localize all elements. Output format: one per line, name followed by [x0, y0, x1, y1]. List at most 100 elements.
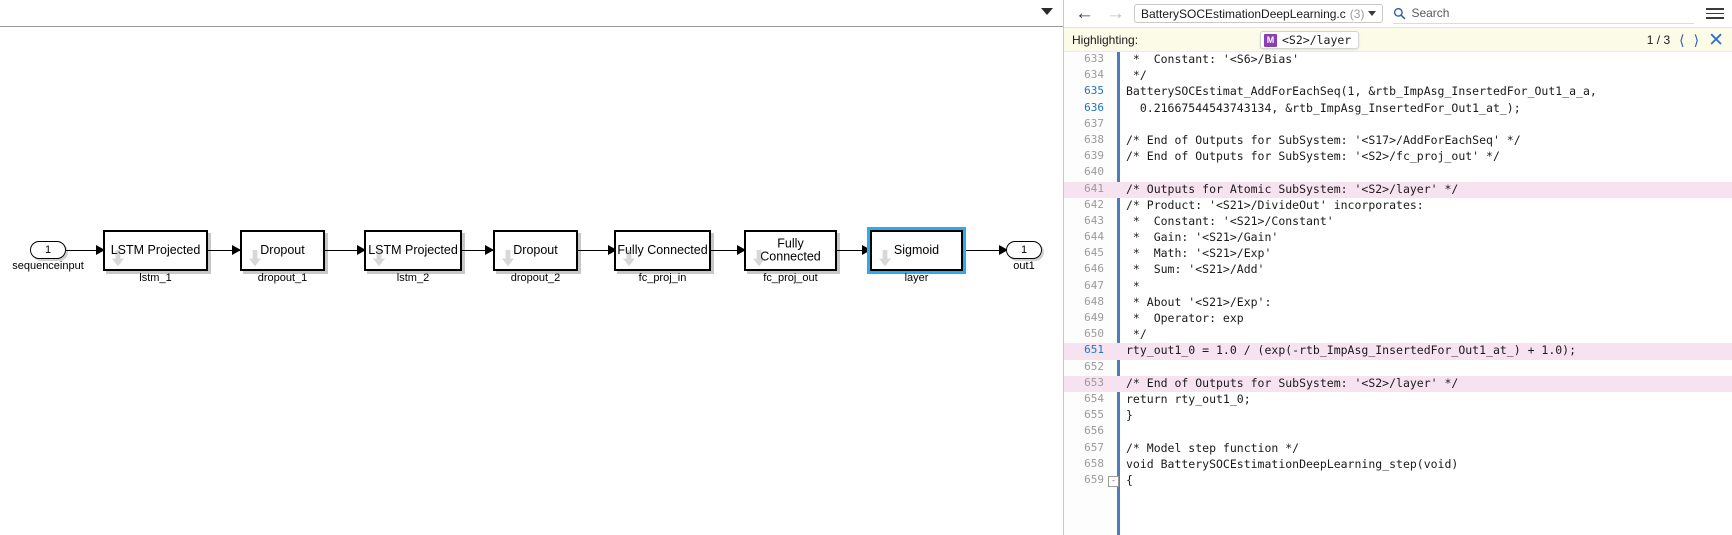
arrowhead-icon [232, 245, 241, 255]
code-line[interactable]: 653 /* End of Outputs for SubSystem: '<S2… [1064, 375, 1732, 392]
code-line[interactable]: 659-{ [1064, 473, 1732, 489]
code-line[interactable]: 658 void BatterySOCEstimationDeepLearning… [1064, 457, 1732, 473]
search-field[interactable]: Search [1393, 3, 1694, 24]
canvas-toolbar [0, 0, 1063, 27]
code-line[interactable]: 644 * Gain: '<S21>/Gain' [1064, 230, 1732, 246]
download-arrow-icon [502, 250, 514, 267]
highlighting-bar: Highlighting: M <S2>/layer 1 / 3 ⟨ ⟩ ✕ [1064, 28, 1732, 52]
line-number: 658 [1084, 456, 1104, 470]
wire-segment [66, 250, 102, 251]
arrowhead-icon [999, 245, 1008, 255]
download-arrow-icon [249, 250, 261, 267]
chevron-left-icon[interactable]: ⟨ [1679, 32, 1685, 48]
line-text: { [1126, 472, 1133, 487]
code-line[interactable]: 637 [1064, 117, 1732, 133]
wire-segment [837, 250, 870, 251]
chevron-down-icon[interactable] [1368, 11, 1377, 16]
block-title: Dropout [260, 242, 305, 257]
block-dropout-2[interactable]: Dropout [493, 230, 578, 271]
code-line[interactable]: 648 * About '<S21>/Exp': [1064, 295, 1732, 311]
line-text: /* End of Outputs for SubSystem: '<S17>/… [1126, 132, 1521, 147]
block-fc-proj-in[interactable]: Fully Connected [614, 230, 711, 271]
line-text: /* Model step function */ [1126, 440, 1300, 455]
line-number: 647 [1084, 278, 1104, 292]
block-lstm-1[interactable]: LSTM Projected [103, 230, 208, 271]
arrow-left-icon[interactable]: ← [1075, 3, 1094, 24]
code-line[interactable]: 640 [1064, 165, 1732, 181]
line-text: * [1126, 278, 1140, 293]
code-line[interactable]: 655} [1064, 408, 1732, 424]
download-arrow-icon [753, 250, 765, 267]
output-port-label: out1 [1013, 260, 1035, 272]
line-number: 653 [1084, 375, 1104, 389]
line-text: * About '<S21>/Exp': [1126, 294, 1272, 309]
input-port-block[interactable]: 1 [30, 241, 66, 259]
code-line[interactable]: 643 * Constant: '<S21>/Constant' [1064, 214, 1732, 230]
code-line[interactable]: 639/* End of Outputs for SubSystem: '<S2… [1064, 149, 1732, 165]
output-port-number: 1 [1020, 244, 1028, 256]
line-text: */ [1126, 68, 1147, 83]
line-number: 639 [1084, 149, 1104, 163]
line-number: 644 [1084, 230, 1104, 244]
code-line[interactable]: 641/* Outputs for Atomic SubSystem: '<S2… [1064, 181, 1732, 198]
search-placeholder: Search [1411, 6, 1450, 20]
code-line[interactable]: 657 /* Model step function */ [1064, 441, 1732, 457]
line-number: 645 [1084, 246, 1104, 260]
line-text: * Constant: '<S21>/Constant' [1126, 213, 1334, 228]
block-title: Fully Connected [617, 242, 708, 257]
code-fold-toggle-icon[interactable]: - [1108, 475, 1119, 487]
hamburger-menu-icon[interactable] [1706, 8, 1724, 19]
output-port-block[interactable]: 1 [1006, 241, 1042, 259]
block-lstm-2[interactable]: LSTM Projected [364, 230, 462, 271]
code-line[interactable]: 649 * Operator: exp [1064, 311, 1732, 327]
code-line[interactable]: 634 */ [1064, 68, 1732, 84]
input-port-label: sequenceinput [12, 260, 84, 272]
block-dropout-1[interactable]: Dropout [240, 230, 325, 271]
code-line[interactable]: 646 * Sum: '<S21>/Add' [1064, 262, 1732, 278]
line-text: */ [1126, 327, 1147, 342]
code-line[interactable]: 636 0.21667544543743134, &rtb_ImpAsg_Ins… [1064, 101, 1732, 117]
change-indicator-bar [1117, 52, 1120, 535]
download-arrow-icon [373, 250, 385, 267]
chevron-right-icon[interactable]: ⟩ [1693, 32, 1700, 48]
line-text: return rty_out1_0; [1126, 391, 1251, 406]
line-text: /* Product: '<S21>/DivideOut' incorporat… [1126, 197, 1424, 212]
code-line[interactable]: 647 * [1064, 279, 1732, 295]
line-number: 633 [1084, 52, 1104, 65]
line-number: 650 [1084, 327, 1104, 341]
wire-segment [462, 250, 493, 251]
line-text: void BatterySOCEstimationDeepLearning_st… [1126, 456, 1459, 471]
code-line[interactable]: 642/* Product: '<S21>/DivideOut' incorpo… [1064, 198, 1732, 214]
block-fc-proj-out[interactable]: Fully Connected [744, 230, 837, 271]
code-viewer-pane: ← → BatterySOCEstimationDeepLearning.c (… [1064, 0, 1732, 535]
line-text: /* End of Outputs for SubSystem: '<S2>/l… [1126, 375, 1459, 390]
model-diagram-surface[interactable]: 1 sequenceinput LSTM Projected [0, 27, 1063, 535]
line-number: 635 [1084, 84, 1104, 98]
chevron-down-icon[interactable] [1041, 8, 1053, 15]
line-number: 640 [1084, 165, 1104, 179]
close-icon[interactable]: ✕ [1708, 29, 1724, 51]
highlight-target-chip[interactable]: M <S2>/layer [1260, 31, 1360, 49]
line-number: 657 [1084, 440, 1104, 454]
line-number: 637 [1084, 116, 1104, 130]
code-line[interactable]: 638 /* End of Outputs for SubSystem: '<S1… [1064, 133, 1732, 149]
line-text: 0.21667544543743134, &rtb_ImpAsg_Inserte… [1126, 100, 1521, 115]
line-text: * Math: '<S21>/Exp' [1126, 246, 1272, 261]
block-title: Fully Connected [760, 235, 821, 264]
line-number: 636 [1084, 100, 1104, 114]
block-layer-sigmoid[interactable]: Sigmoid [867, 227, 966, 274]
code-line[interactable]: 633 * Constant: '<S6>/Bias' [1064, 52, 1732, 68]
code-line[interactable]: 652 [1064, 360, 1732, 376]
code-line[interactable]: 645 * Math: '<S21>/Exp' [1064, 246, 1732, 262]
file-selector[interactable]: BatterySOCEstimationDeepLearning.c (3) [1134, 4, 1384, 23]
code-line[interactable]: 656 [1064, 424, 1732, 440]
model-badge-icon: M [1264, 33, 1277, 47]
code-line[interactable]: 650 */ [1064, 327, 1732, 343]
arrow-right-icon[interactable]: → [1106, 3, 1125, 24]
line-number: 638 [1084, 132, 1104, 146]
line-text: /* Outputs for Atomic SubSystem: '<S2>/l… [1126, 181, 1459, 196]
